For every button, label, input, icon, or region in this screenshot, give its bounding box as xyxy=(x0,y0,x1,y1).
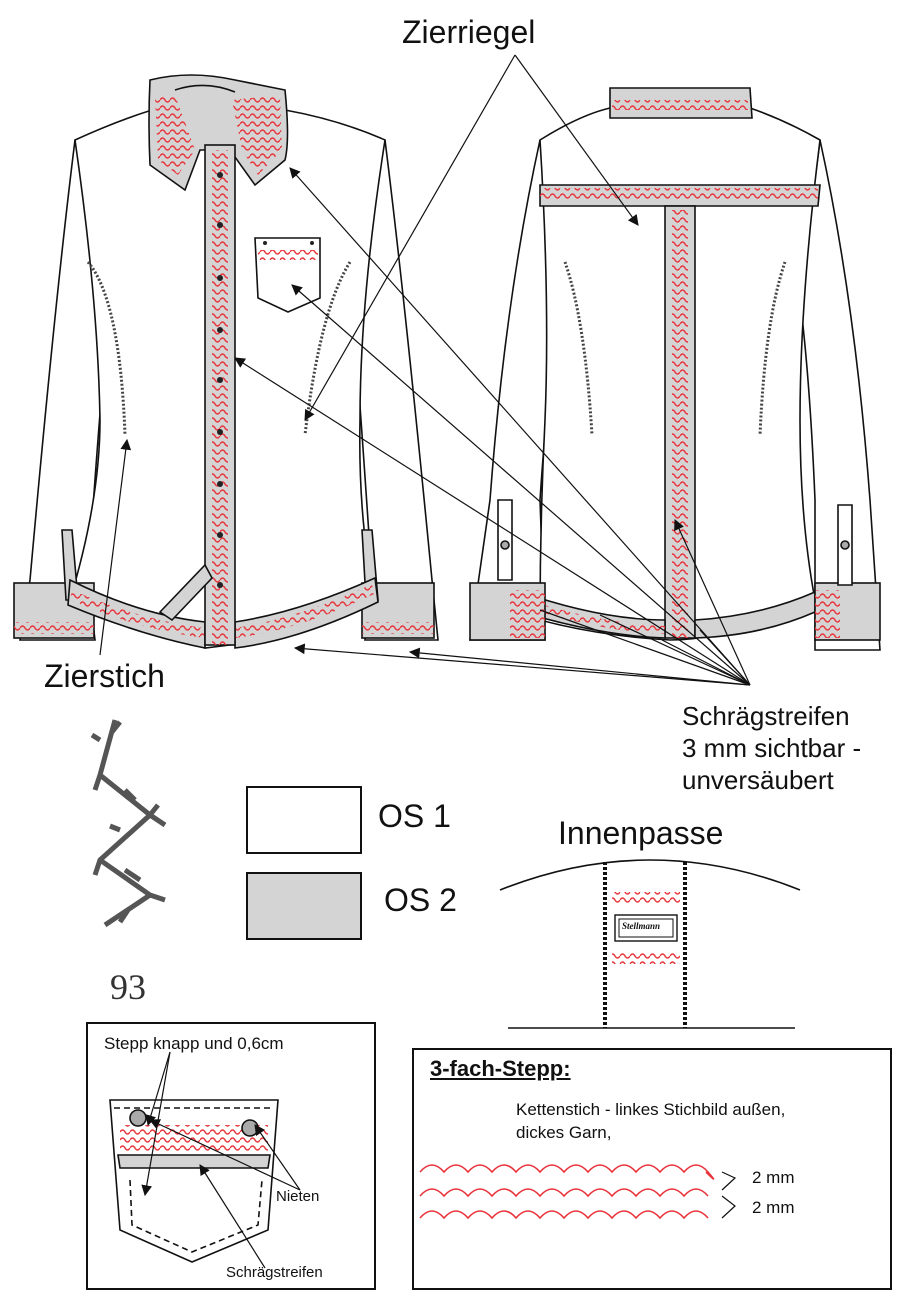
stepp-spacing-1: 2 mm xyxy=(752,1168,795,1187)
legend-swatch-os2 xyxy=(246,872,362,940)
legend-swatch-os1 xyxy=(246,786,362,854)
callout-lines xyxy=(99,54,751,686)
back-shirt xyxy=(469,87,881,651)
legend-label-os2: OS 2 xyxy=(384,882,457,918)
innenpasse-tag-text: Stellmann xyxy=(622,921,661,931)
zierstich-label: Zierstich xyxy=(44,658,165,694)
stepp-loops xyxy=(419,1164,715,1220)
stepp-panel xyxy=(412,1048,892,1290)
schraegstreifen-label-line3: unversäubert xyxy=(682,765,834,795)
pocket-detail-nieten: Nieten xyxy=(276,1188,320,1205)
innenpasse-drawing xyxy=(499,859,801,1029)
schraegstreifen-label-line2: 3 mm sichtbar - xyxy=(682,733,862,763)
pocket-detail-panel xyxy=(86,1022,376,1290)
zierstich-sample xyxy=(90,719,167,928)
front-shirt xyxy=(13,74,439,649)
stitch-number: 93 xyxy=(110,967,146,1007)
stepp-spacing-brackets xyxy=(721,1171,737,1219)
stepp-panel-desc-line1: Kettenstich - linkes Stichbild außen, xyxy=(516,1100,786,1119)
schraegstreifen-label-line1: Schrägstreifen xyxy=(682,701,850,731)
zierriegel-label: Zierriegel xyxy=(402,14,536,50)
innenpasse-title: Innenpasse xyxy=(558,815,724,851)
pocket-detail-schraegstreifen: Schrägstreifen xyxy=(226,1264,323,1281)
pocket-detail-title: Stepp knapp und 0,6cm xyxy=(104,1034,284,1053)
stepp-panel-title: 3-fach-Stepp: xyxy=(430,1056,571,1081)
stepp-spacing-2: 2 mm xyxy=(752,1198,795,1217)
stepp-panel-desc-line2: dickes Garn, xyxy=(516,1123,612,1142)
legend-label-os1: OS 1 xyxy=(378,798,451,834)
pocket-detail-drawing xyxy=(109,1051,301,1269)
